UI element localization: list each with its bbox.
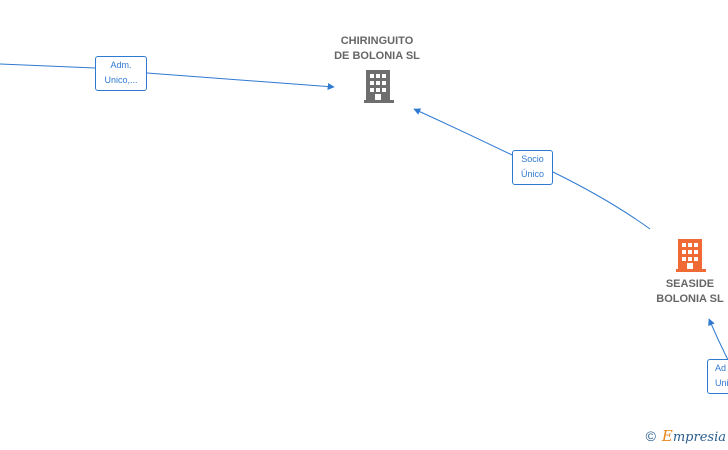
edge-socio — [414, 109, 651, 230]
edge-label-socio[interactable]: Socio Único — [512, 150, 553, 185]
brand-name: mpresia — [672, 430, 726, 445]
empresia-watermark: © Empresia — [646, 427, 726, 445]
node-name-line2: BOLONIA SL — [656, 293, 724, 305]
node-name-line2: DE BOLONIA SL — [334, 50, 420, 62]
edge-role-line2: Uni — [715, 378, 728, 388]
building-icon[interactable] — [364, 70, 394, 103]
node-label-seaside[interactable]: SEASIDE BOLONIA SL — [640, 277, 728, 307]
node-name-line1: CHIRINGUITO — [340, 35, 414, 47]
node-label-chiringuito[interactable]: CHIRINGUITO DE BOLONIA SL — [317, 34, 437, 64]
building-icon[interactable] — [676, 239, 706, 272]
brand-initial: E — [661, 427, 673, 445]
node-name-line1: SEASIDE — [665, 278, 715, 290]
edge-role-line1: Adm. — [110, 60, 132, 70]
edge-role-line1: Ad — [715, 363, 727, 373]
copyright-symbol: © — [645, 428, 656, 444]
edge-role-line2: Unico,... — [104, 75, 138, 85]
edge-role-line2: Único — [520, 169, 544, 179]
edge-adm-right — [708, 318, 728, 361]
edge-label-adm-right[interactable]: Ad Uni — [707, 359, 728, 394]
edge-adm-left — [0, 63, 334, 87]
edge-role-line1: Socio — [521, 154, 544, 164]
edge-label-adm-left[interactable]: Adm. Unico,... — [95, 56, 147, 91]
